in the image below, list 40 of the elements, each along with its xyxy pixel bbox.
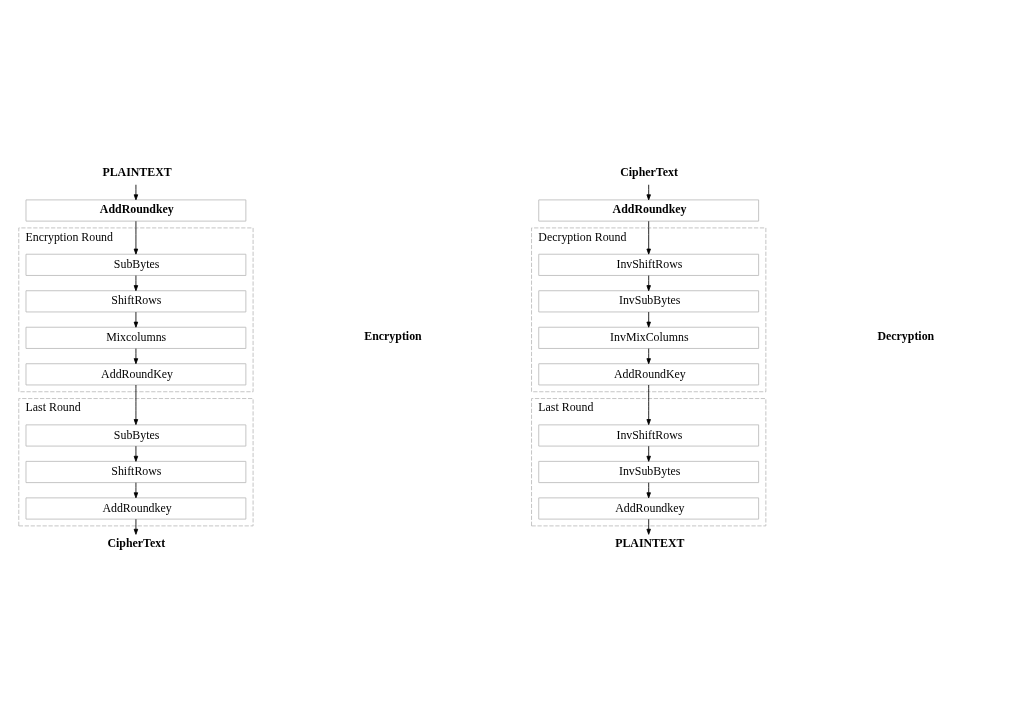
node-box: ShiftRows — [25, 290, 247, 313]
arrow — [133, 184, 139, 201]
arrow — [646, 220, 651, 255]
arrow — [133, 311, 139, 328]
arrow — [646, 482, 651, 499]
arrow — [133, 445, 139, 462]
node-box: SubBytes — [25, 253, 247, 276]
node-box: AddRoundKey — [25, 363, 247, 386]
node-box: ShiftRows — [25, 460, 247, 484]
node-text: CipherText — [107, 536, 166, 551]
arrow — [133, 518, 139, 535]
arrow — [133, 275, 139, 292]
arrow — [646, 445, 651, 462]
node-box: AddRoundkey — [538, 199, 760, 222]
arrow — [133, 348, 139, 365]
arrow — [646, 348, 651, 365]
node-box: InvMixColumns — [538, 326, 760, 349]
node-text: CipherText — [620, 165, 678, 180]
node-box: InvSubBytes — [538, 460, 760, 484]
node-box: AddRoundkey — [25, 497, 247, 520]
node-box: InvSubBytes — [538, 290, 760, 313]
arrow — [133, 384, 139, 426]
arrow — [646, 311, 651, 328]
label: Encryption — [364, 329, 422, 344]
node-box: InvShiftRows — [538, 253, 760, 276]
arrow — [646, 184, 651, 201]
arrow — [646, 518, 651, 535]
node-box: AddRoundkey — [25, 199, 247, 222]
arrow — [133, 220, 139, 255]
label: Decryption — [877, 329, 935, 344]
node-box: InvShiftRows — [538, 424, 760, 447]
arrow — [133, 482, 139, 499]
node-box: Mixcolumns — [25, 326, 247, 349]
node-box: AddRoundKey — [538, 363, 760, 386]
node-text: PLAINTEXT — [615, 536, 685, 551]
node-box: SubBytes — [25, 424, 247, 447]
node-text: PLAINTEXT — [102, 165, 172, 180]
node-box: AddRoundkey — [538, 497, 760, 520]
arrow — [646, 275, 651, 292]
arrow — [646, 384, 651, 426]
